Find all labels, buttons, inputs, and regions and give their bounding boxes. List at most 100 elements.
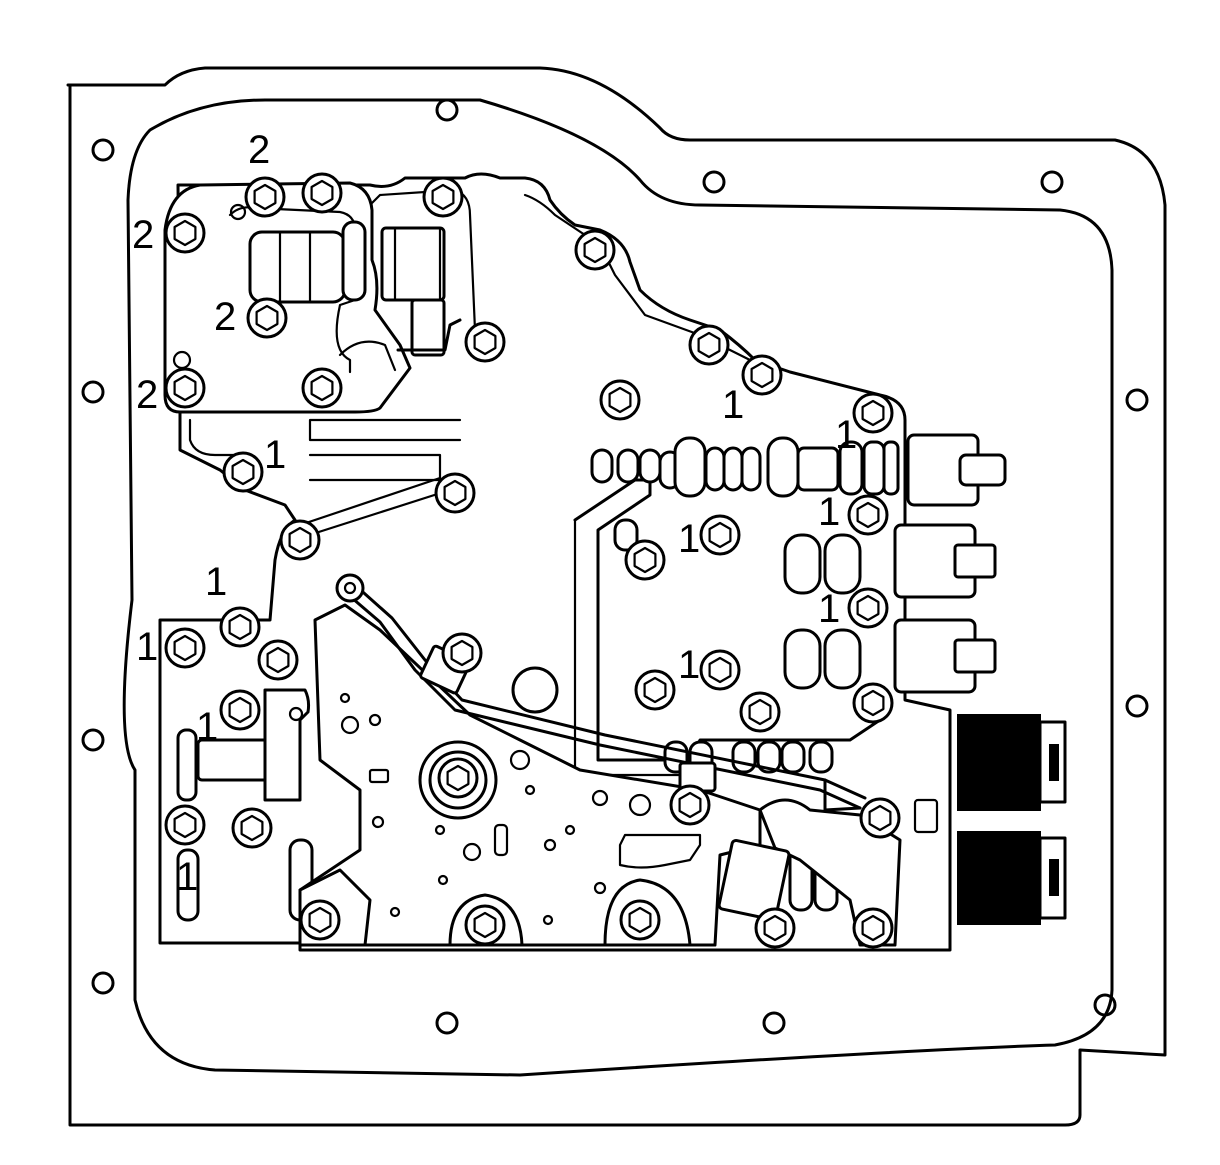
bolt [219, 689, 261, 731]
callout-label: 1 [835, 413, 857, 457]
valve-land [590, 448, 614, 484]
bolt [434, 472, 476, 514]
bolt [164, 627, 206, 669]
bolt [164, 367, 206, 409]
plate-hole [593, 881, 607, 895]
plate-hole [434, 824, 446, 836]
bolt [741, 354, 783, 396]
channel [308, 453, 442, 482]
valve-bore [176, 728, 198, 802]
connector-bracket [758, 798, 902, 947]
callout-label: 2 [132, 213, 154, 257]
valve-land [704, 446, 726, 492]
pan-gasket-outer [66, 66, 1167, 1127]
detent-hole [288, 706, 304, 722]
valve-land [638, 448, 662, 484]
bolt [634, 669, 676, 711]
hub-cap [448, 893, 524, 947]
bolt [754, 907, 796, 949]
pan-bolt-hole [81, 380, 105, 404]
bolt [441, 632, 483, 674]
callout-label: 1 [722, 383, 744, 427]
bolt [859, 797, 901, 839]
valve-body-inner-edge [523, 193, 752, 362]
wire-eyelet-inner [343, 581, 357, 595]
pan-bolt-hole [81, 728, 105, 752]
harness-connector [717, 838, 791, 922]
valve-land [823, 533, 862, 595]
solenoid-tip [958, 453, 1007, 487]
bolt [301, 367, 343, 409]
bolt [574, 229, 616, 271]
plate-hole [542, 914, 554, 926]
valve-spools-mid [783, 533, 862, 690]
plate-hole [509, 749, 531, 771]
pan-bolt-hole [762, 1011, 786, 1035]
valve-land [740, 446, 762, 492]
plate-hole [462, 842, 482, 862]
valve-spools-row [590, 436, 900, 498]
plate-hole [371, 815, 385, 829]
plate-hole [564, 824, 576, 836]
valve-bore [176, 848, 200, 922]
shift-solenoid-pin [1049, 744, 1059, 781]
connector-clip [410, 298, 446, 357]
bolt [279, 519, 321, 561]
valve-land [783, 533, 822, 595]
pan-bolt-hole [435, 1011, 459, 1035]
connector-wire [396, 318, 462, 352]
plate-hole [339, 692, 351, 704]
bolt [699, 649, 741, 691]
pan-bolt-hole [1093, 993, 1117, 1017]
valve-land [862, 440, 886, 496]
plate-hole [437, 874, 449, 886]
bolt [688, 324, 730, 366]
valve-land [838, 440, 864, 496]
valve-body-inner-edge [358, 188, 477, 332]
bolt [464, 321, 506, 363]
bolt [619, 899, 661, 941]
callout-label: 1 [196, 705, 218, 749]
wire-harness [343, 590, 862, 810]
bolt [164, 804, 206, 846]
solenoid-connector [380, 226, 446, 302]
bolt [852, 682, 894, 724]
callout-label: 2 [214, 295, 236, 339]
plate-slot [493, 823, 509, 857]
pan-bolt-hole [1125, 694, 1149, 718]
callouts: 2 2 2 2 1 1 1 1 1 1 1 1 1 1 1 [132, 128, 857, 899]
valve-land [731, 740, 757, 774]
plate-hole [524, 784, 536, 796]
cover-small-hole [229, 203, 247, 221]
shift-solenoid [957, 831, 1041, 925]
callout-label: 2 [136, 373, 158, 417]
callout-label: 1 [818, 587, 840, 631]
valve-land [783, 628, 822, 690]
bolt [257, 639, 299, 681]
channel [308, 418, 462, 442]
valve-land [882, 440, 900, 496]
callout-label: 1 [678, 643, 700, 687]
solenoid-connector-detail [393, 226, 442, 302]
bolt [164, 212, 206, 254]
hub-cap [603, 878, 692, 947]
bolt [739, 691, 781, 733]
plate-hole [368, 713, 382, 727]
pan-bolt-hole [91, 138, 115, 162]
pan-bolt-hole [435, 98, 459, 122]
plate-hole [591, 789, 609, 807]
pan-gasket-inner [122, 98, 1114, 1077]
detent-bracket [263, 688, 311, 802]
bolt [852, 392, 894, 434]
callout-label: 1 [205, 560, 227, 604]
large-plug [511, 666, 559, 714]
bolt [599, 379, 641, 421]
plate-hole [543, 838, 557, 852]
bolt [437, 757, 479, 799]
bolt [464, 904, 506, 946]
shift-solenoids [957, 714, 1067, 925]
valve-land [673, 436, 707, 498]
plate-hole [628, 793, 652, 817]
bolt [299, 899, 341, 941]
